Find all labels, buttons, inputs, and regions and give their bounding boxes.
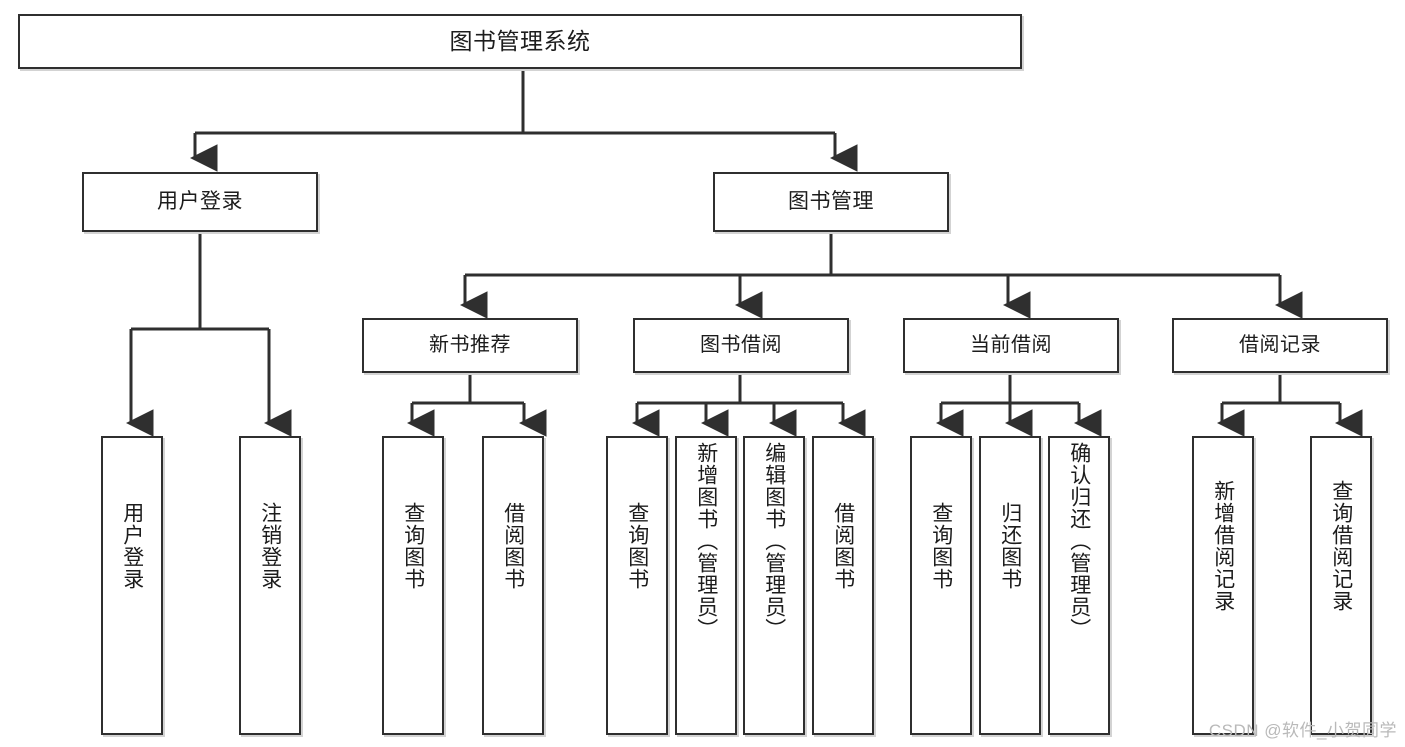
node-leaf-add-book-label: 新增图书（管理员） bbox=[694, 442, 718, 640]
node-new-book-rec[interactable]: 新书推荐 bbox=[362, 318, 578, 373]
node-book-manage[interactable]: 图书管理 bbox=[713, 172, 949, 232]
node-leaf-edit-book-label: 编辑图书（管理员） bbox=[762, 442, 786, 640]
node-leaf-add-book[interactable]: 新增图书（管理员） bbox=[675, 436, 737, 735]
node-new-book-rec-label: 新书推荐 bbox=[429, 334, 511, 356]
node-book-borrow-label: 图书借阅 bbox=[700, 334, 782, 356]
node-leaf-query-record[interactable]: 查询借阅记录 bbox=[1310, 436, 1372, 735]
node-leaf-query-book-2-label: 查询图书 bbox=[625, 502, 649, 590]
node-leaf-confirm-return-label: 确认归还（管理员） bbox=[1067, 442, 1091, 640]
node-leaf-query-book-3[interactable]: 查询图书 bbox=[910, 436, 972, 735]
node-leaf-user-login-label: 用户登录 bbox=[120, 502, 144, 590]
node-borrow-record-label: 借阅记录 bbox=[1239, 334, 1321, 356]
node-leaf-borrow-book-2-label: 借阅图书 bbox=[831, 502, 855, 590]
node-leaf-logout-label: 注销登录 bbox=[258, 502, 282, 590]
node-leaf-edit-book[interactable]: 编辑图书（管理员） bbox=[743, 436, 805, 735]
node-leaf-return-book[interactable]: 归还图书 bbox=[979, 436, 1041, 735]
node-leaf-query-book-3-label: 查询图书 bbox=[929, 502, 953, 590]
watermark: CSDN @软件_小贺同学 bbox=[1208, 721, 1397, 740]
node-leaf-add-record-label: 新增借阅记录 bbox=[1211, 480, 1235, 612]
node-leaf-user-login[interactable]: 用户登录 bbox=[101, 436, 163, 735]
node-leaf-query-book-1-label: 查询图书 bbox=[401, 502, 425, 590]
node-root-label: 图书管理系统 bbox=[449, 28, 591, 55]
node-borrow-record[interactable]: 借阅记录 bbox=[1172, 318, 1388, 373]
node-user-login[interactable]: 用户登录 bbox=[82, 172, 318, 232]
node-leaf-borrow-book-2[interactable]: 借阅图书 bbox=[812, 436, 874, 735]
node-leaf-return-book-label: 归还图书 bbox=[998, 502, 1022, 590]
node-root[interactable]: 图书管理系统 bbox=[18, 14, 1022, 69]
node-user-login-label: 用户登录 bbox=[157, 189, 243, 213]
node-leaf-borrow-book-1-label: 借阅图书 bbox=[501, 502, 525, 590]
node-current-borrow[interactable]: 当前借阅 bbox=[903, 318, 1119, 373]
node-current-borrow-label: 当前借阅 bbox=[970, 334, 1052, 356]
node-book-manage-label: 图书管理 bbox=[788, 189, 874, 213]
node-leaf-logout[interactable]: 注销登录 bbox=[239, 436, 301, 735]
node-leaf-borrow-book-1[interactable]: 借阅图书 bbox=[482, 436, 544, 735]
node-leaf-add-record[interactable]: 新增借阅记录 bbox=[1192, 436, 1254, 735]
node-leaf-confirm-return[interactable]: 确认归还（管理员） bbox=[1048, 436, 1110, 735]
node-leaf-query-book-2[interactable]: 查询图书 bbox=[606, 436, 668, 735]
node-leaf-query-book-1[interactable]: 查询图书 bbox=[382, 436, 444, 735]
node-book-borrow[interactable]: 图书借阅 bbox=[633, 318, 849, 373]
node-leaf-query-record-label: 查询借阅记录 bbox=[1329, 480, 1353, 612]
